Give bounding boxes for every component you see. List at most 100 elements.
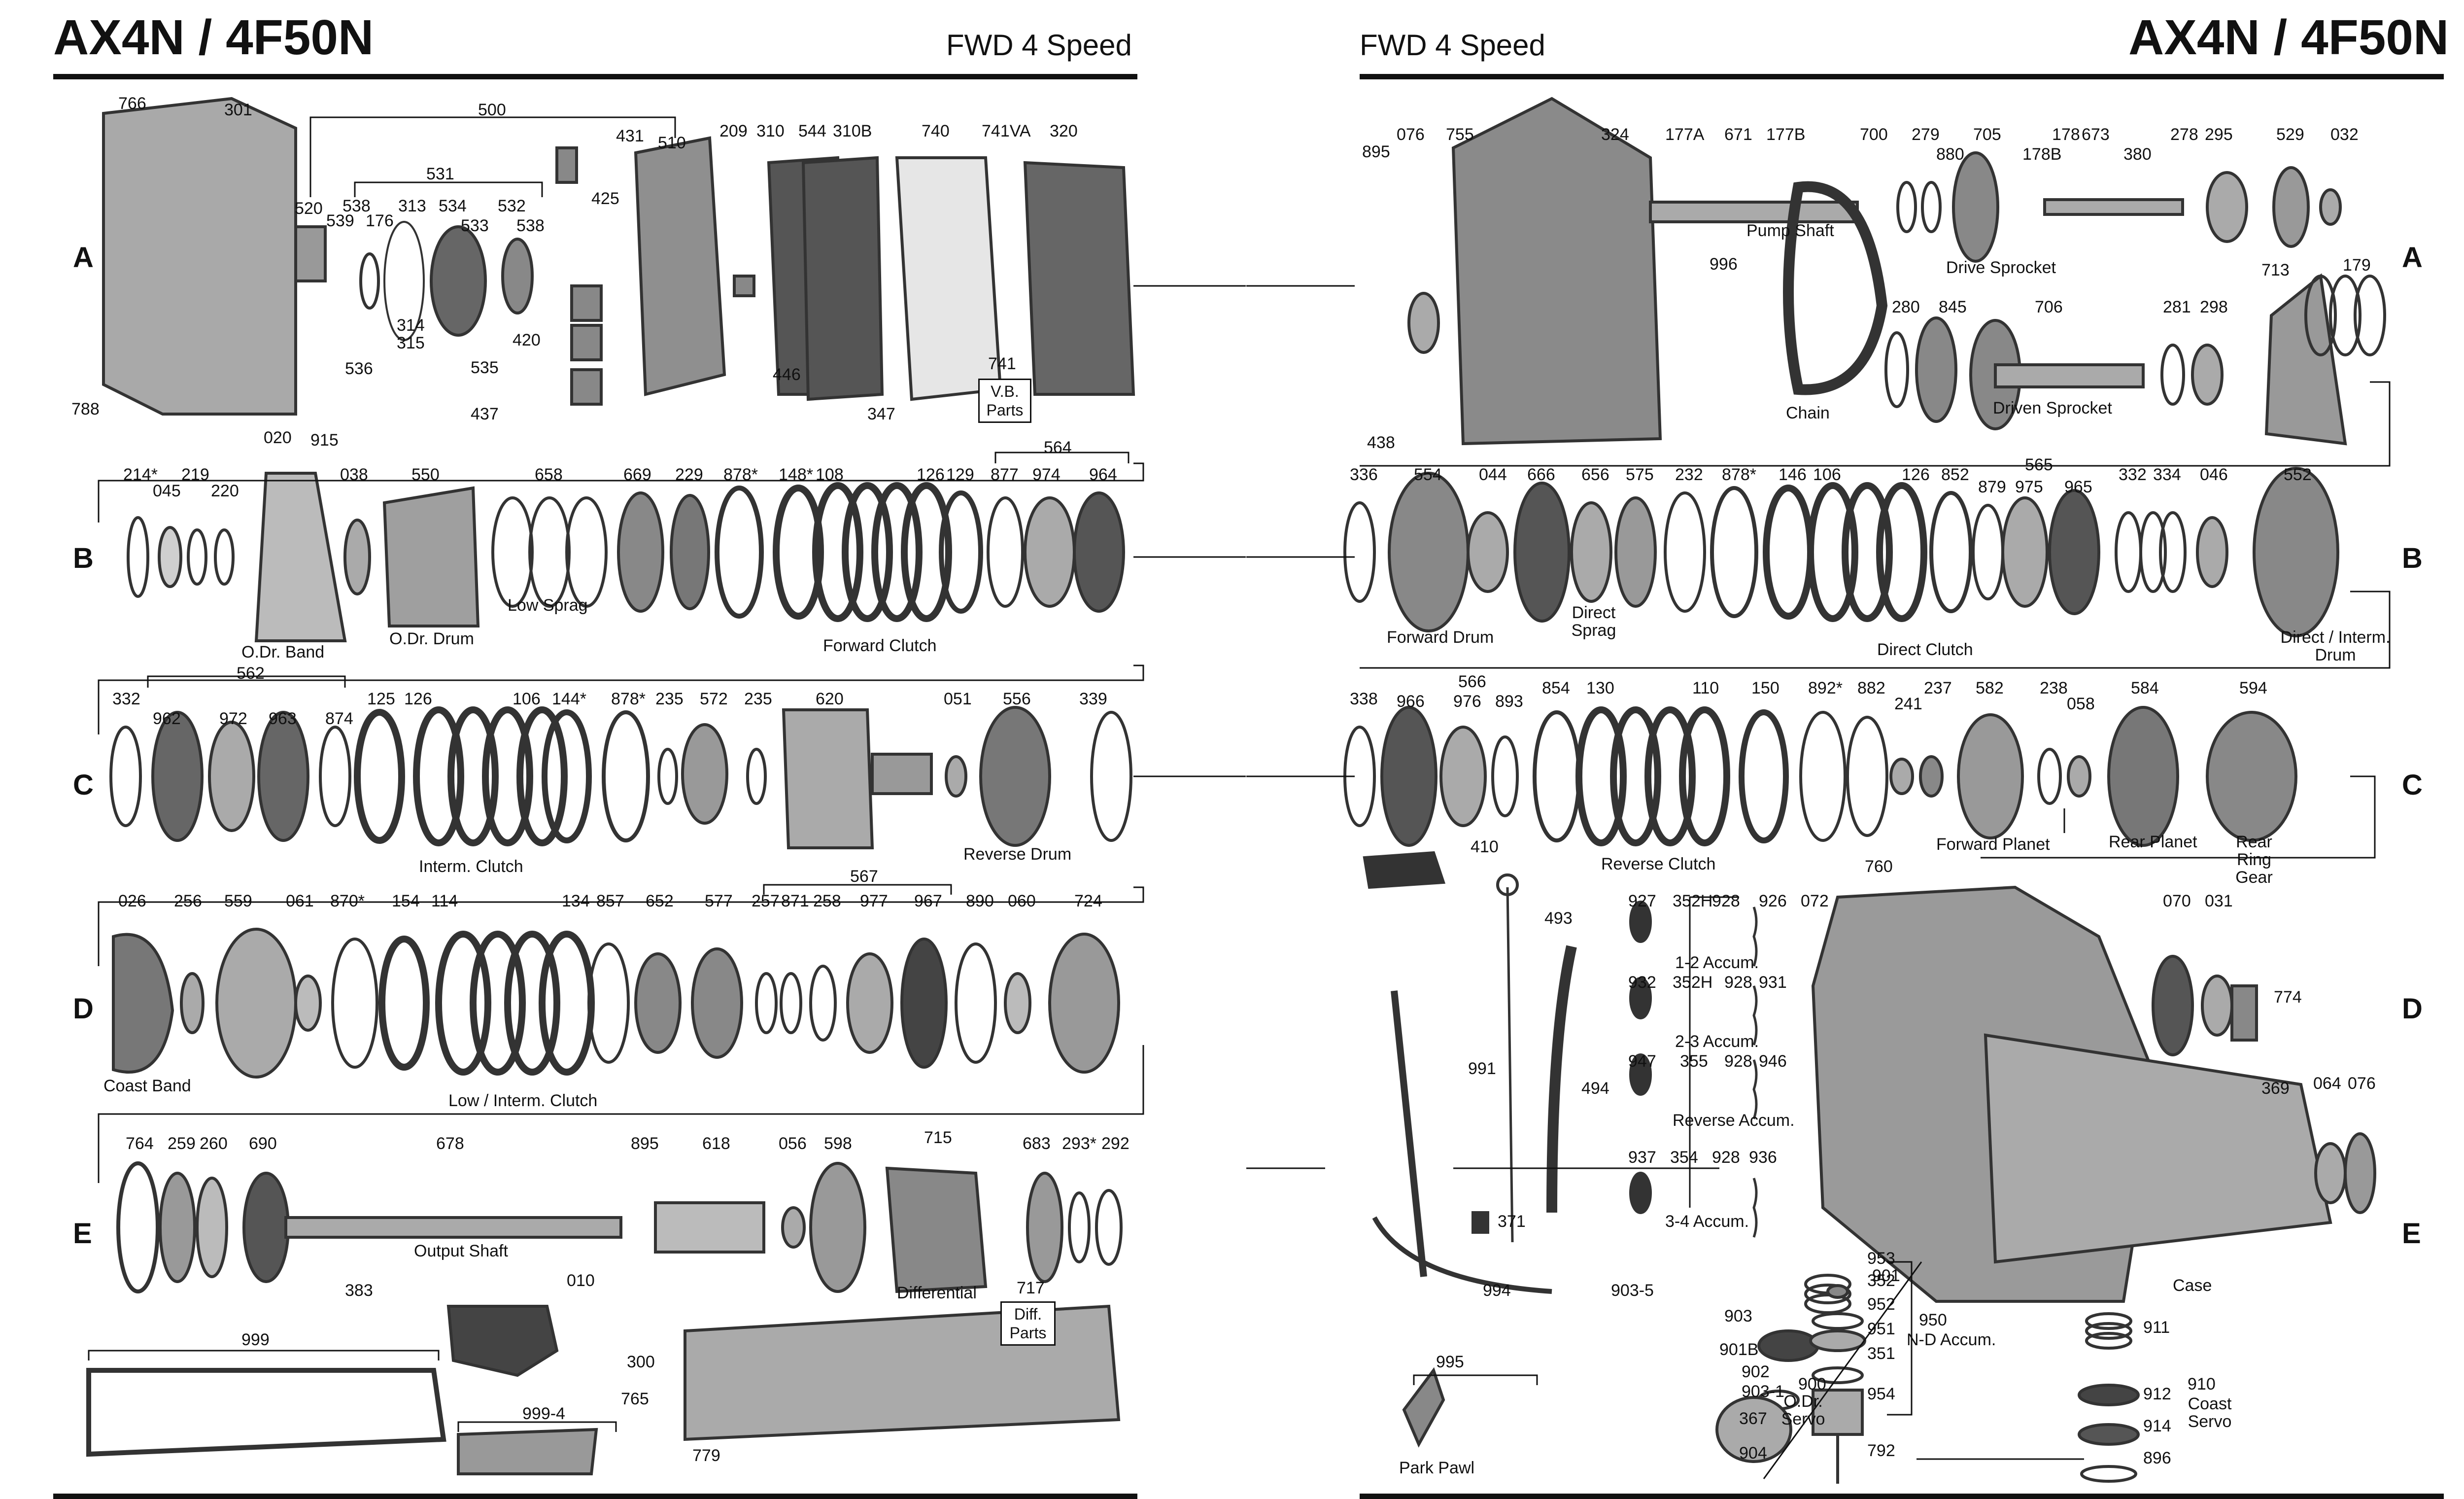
ring-852 <box>1929 491 1973 613</box>
caption-differential: Differential <box>897 1284 977 1302</box>
ring-879 <box>1972 504 2004 600</box>
rod-991 <box>1391 990 1427 1277</box>
left-footer-rule <box>53 1494 1137 1499</box>
num-rc: 566 <box>1458 672 1486 691</box>
num-e: 717 <box>1017 1279 1045 1297</box>
num-re: 952 <box>1867 1295 1895 1314</box>
drum-559 <box>215 928 297 1079</box>
num-e: 683 <box>1023 1134 1051 1153</box>
caption-nd-accum: N-D Accum. <box>1907 1330 1996 1349</box>
bracket-950 <box>1887 1261 1913 1416</box>
part-962 <box>151 711 204 842</box>
shaft-618 <box>654 1201 765 1254</box>
clutch-130 <box>1575 706 1627 846</box>
clutch-126-b <box>1876 482 1927 622</box>
num-re: 928 <box>1712 1148 1740 1167</box>
num-e: 300 <box>627 1353 655 1371</box>
caption-odr-servo: O.Dr. Servo <box>1781 1392 1825 1429</box>
num-ra: 032 <box>2330 125 2359 144</box>
caption-case: Case <box>2173 1276 2212 1295</box>
drum-554 <box>1388 472 1470 632</box>
ring-764 <box>116 1161 160 1293</box>
num-rb: 106 <box>1813 465 1841 484</box>
num-rd: 947 <box>1628 1052 1656 1071</box>
ring-179a <box>2304 275 2337 356</box>
ring-232 <box>1664 491 1706 613</box>
num-e: 999-4 <box>522 1404 565 1423</box>
num-rb: 334 <box>2153 465 2181 484</box>
num-d: 026 <box>118 892 146 910</box>
dipstick-493 <box>1506 887 1514 1243</box>
spring-936 <box>1752 1178 1758 1238</box>
sprag-658c <box>565 496 608 608</box>
part-953 <box>1826 1284 1849 1299</box>
ring-539 <box>359 252 380 310</box>
valve-body-740 <box>895 156 1002 401</box>
num-rd: 991 <box>1468 1059 1496 1078</box>
ring-870 <box>331 938 378 1069</box>
num-re: 896 <box>2143 1449 2171 1467</box>
num-ra: 076 <box>1397 125 1425 144</box>
num-e: 779 <box>692 1446 720 1465</box>
part-965 <box>2048 489 2100 615</box>
part-575 <box>1614 496 1657 608</box>
clutch-106-b <box>1807 482 1858 622</box>
part-044 <box>1467 511 1509 593</box>
num-rd: 946 <box>1759 1052 1787 1071</box>
num-ra: 177A <box>1665 125 1705 144</box>
num-rc: 976 <box>1453 692 1481 711</box>
ring-293 <box>1068 1191 1091 1263</box>
clutch-c3-b <box>1644 706 1696 846</box>
num-rd: 076 <box>2348 1074 2376 1093</box>
num-rc: 338 <box>1350 690 1378 708</box>
piston-937 <box>1629 1172 1652 1214</box>
ring-878-b <box>1710 486 1758 618</box>
bearing-976 <box>1439 726 1487 827</box>
num-d: 567 <box>850 867 878 886</box>
num-rc: 058 <box>2067 695 2095 713</box>
planet-584 <box>2107 706 2179 847</box>
caption-rear-ring-gear: Rear Ring Gear <box>2235 833 2273 887</box>
caption-odr-band: O.Dr. Band <box>241 643 325 662</box>
num-rb: 965 <box>2064 478 2092 496</box>
caption-direct-sprag: Direct Sprag <box>1571 603 1616 640</box>
num-c: 106 <box>513 690 541 708</box>
ring-854 <box>1533 710 1581 842</box>
part-967 <box>900 938 948 1069</box>
part-298 <box>2191 344 2224 406</box>
num-d: 977 <box>860 892 888 910</box>
clutch-108a <box>812 482 863 622</box>
caption-reverse-clutch: Reverse Clutch <box>1601 855 1716 873</box>
ring-214 <box>127 516 149 598</box>
plate-148 <box>773 485 824 620</box>
diff-parts-line-1: Diff. <box>1014 1305 1042 1323</box>
num-ra: 673 <box>2082 125 2110 144</box>
num-d: 060 <box>1008 892 1036 910</box>
num-c: 126 <box>404 690 432 708</box>
part-209 <box>733 275 755 297</box>
ring-336 <box>1343 501 1376 603</box>
num-d: 154 <box>392 892 420 910</box>
plate-154 <box>378 936 430 1071</box>
num-rc: 130 <box>1586 679 1614 697</box>
flow-d-e <box>98 1045 1144 1183</box>
right-main-title: AX4N / 4F50N <box>2128 10 2449 65</box>
num-rb: 046 <box>2200 465 2228 484</box>
spring-931 <box>1752 985 1758 1046</box>
ring-334b <box>2159 511 2187 593</box>
ring-235a <box>657 748 678 805</box>
part-070 <box>2152 955 2194 1056</box>
num-re: 901 <box>1872 1266 1900 1285</box>
num-re: 903 <box>1724 1307 1752 1325</box>
pawl-995 <box>1402 1367 1445 1448</box>
clutch-c-2 <box>447 706 499 846</box>
num-e: 764 <box>126 1134 154 1153</box>
part-056 <box>781 1206 806 1249</box>
part-666 <box>1513 482 1571 623</box>
num-rc: 584 <box>2131 679 2159 697</box>
num-rd: 928 <box>1712 892 1740 910</box>
num-rb: 554 <box>1414 465 1442 484</box>
part-260 <box>196 1177 228 1278</box>
num-rc: 854 <box>1542 679 1570 697</box>
case-body <box>1984 1033 2332 1264</box>
